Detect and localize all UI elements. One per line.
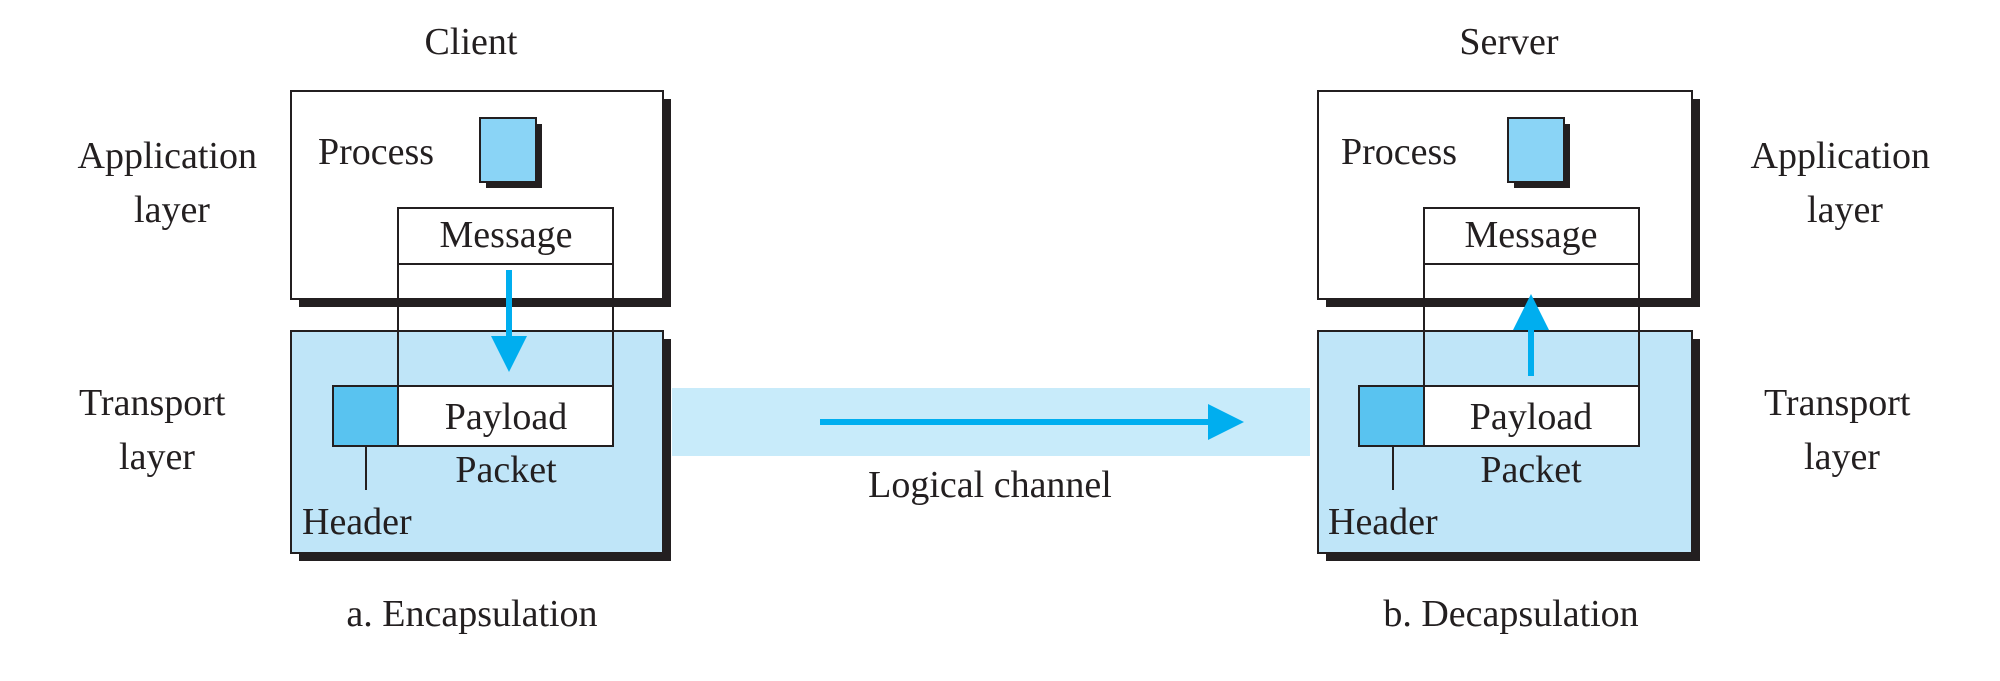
client-transport-layer-label: Transport layer (79, 382, 235, 478)
server-process-label: Process (1341, 131, 1457, 173)
server-message-box (1423, 207, 1640, 265)
server-process-icon (1507, 117, 1565, 183)
client-side: Client Process Message Payload Packet He… (78, 21, 671, 635)
server-title: Server (1459, 21, 1559, 63)
client-header-label: Header (302, 501, 412, 543)
client-process-icon (479, 117, 537, 183)
server-packet-label: Packet (1480, 449, 1582, 491)
client-application-box (290, 90, 664, 300)
client-payload-box (397, 385, 614, 447)
client-title: Client (425, 21, 518, 63)
server-transport-layer-label: Transport layer (1764, 382, 1920, 478)
server-application-box (1317, 90, 1693, 300)
client-packet-label: Packet (455, 449, 557, 491)
client-message-box (397, 207, 614, 265)
client-header-box (332, 385, 399, 447)
client-payload-label: Payload (445, 396, 567, 438)
client-caption: a. Encapsulation (346, 593, 597, 635)
client-application-layer-label: Application layer (78, 135, 267, 231)
server-header-box (1358, 385, 1425, 447)
client-message-label: Message (440, 214, 573, 256)
server-payload-label: Payload (1470, 396, 1592, 438)
server-caption: b. Decapsulation (1383, 593, 1638, 635)
server-application-layer-label: Application layer (1751, 135, 1940, 231)
client-process-label: Process (318, 131, 434, 173)
server-side: Server Process Message Payload Packet He… (1317, 21, 1940, 635)
server-header-label: Header (1328, 501, 1438, 543)
server-message-label: Message (1465, 214, 1598, 256)
logical-channel-label: Logical channel (868, 464, 1112, 506)
server-payload-box (1423, 385, 1640, 447)
